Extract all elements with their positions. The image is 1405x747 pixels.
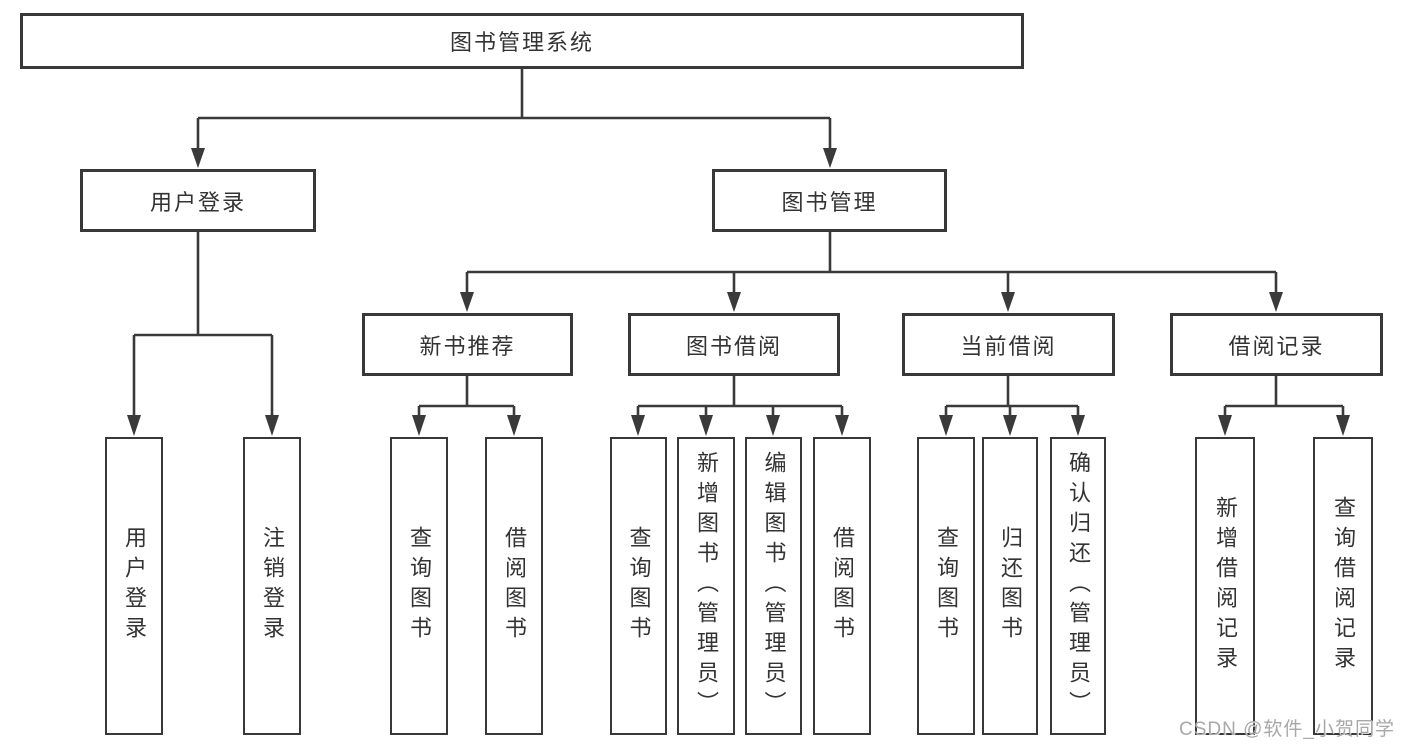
leaf-logout: 注销登录 xyxy=(243,437,301,735)
node-new-book-recommendation: 新书推荐 xyxy=(362,313,573,376)
leaf-edit-book-admin: 编辑图书（管理员） xyxy=(745,437,802,735)
leaf-borrow-books-recommend: 借阅图书 xyxy=(485,437,543,735)
node-user-login: 用户登录 xyxy=(80,169,316,232)
leaf-query-borrow-record: 查询借阅记录 xyxy=(1313,437,1373,735)
leaf-query-books-borrowing: 查询图书 xyxy=(610,437,667,735)
leaf-label: 新增图书（管理员） xyxy=(694,451,719,721)
leaf-label: 查询图书 xyxy=(407,526,432,646)
leaf-label: 确认归还（管理员） xyxy=(1066,451,1091,721)
leaf-label: 归还图书 xyxy=(998,526,1023,646)
leaf-label: 查询图书 xyxy=(934,526,959,646)
leaf-query-books-current: 查询图书 xyxy=(917,437,975,735)
node-book-borrowing: 图书借阅 xyxy=(628,313,840,376)
leaf-label: 用户登录 xyxy=(122,526,147,646)
leaf-label: 查询借阅记录 xyxy=(1331,496,1356,676)
leaf-add-book-admin: 新增图书（管理员） xyxy=(677,437,735,735)
node-current-borrowing: 当前借阅 xyxy=(902,313,1115,376)
node-library-management-system: 图书管理系统 xyxy=(20,13,1024,69)
leaf-return-book: 归还图书 xyxy=(982,437,1038,735)
node-book-management: 图书管理 xyxy=(712,169,947,232)
leaf-label: 新增借阅记录 xyxy=(1213,496,1238,676)
connector-path xyxy=(132,69,1345,420)
node-borrowing-records: 借阅记录 xyxy=(1170,313,1383,376)
leaf-label: 注销登录 xyxy=(260,526,285,646)
leaf-borrow-books-borrowing: 借阅图书 xyxy=(813,437,871,735)
csdn-watermark: CSDN @软件_小贺同学 xyxy=(1179,719,1395,740)
leaf-confirm-return-admin: 确认归还（管理员） xyxy=(1050,437,1106,735)
leaf-label: 编辑图书（管理员） xyxy=(761,451,787,721)
leaf-label: 借阅图书 xyxy=(830,526,855,646)
leaf-add-borrow-record: 新增借阅记录 xyxy=(1195,437,1255,735)
leaf-label: 查询图书 xyxy=(626,526,652,646)
leaf-user-login: 用户登录 xyxy=(105,437,163,735)
arrowheads xyxy=(127,148,1350,436)
leaf-label: 借阅图书 xyxy=(502,526,527,646)
leaf-query-books-recommend: 查询图书 xyxy=(390,437,448,735)
